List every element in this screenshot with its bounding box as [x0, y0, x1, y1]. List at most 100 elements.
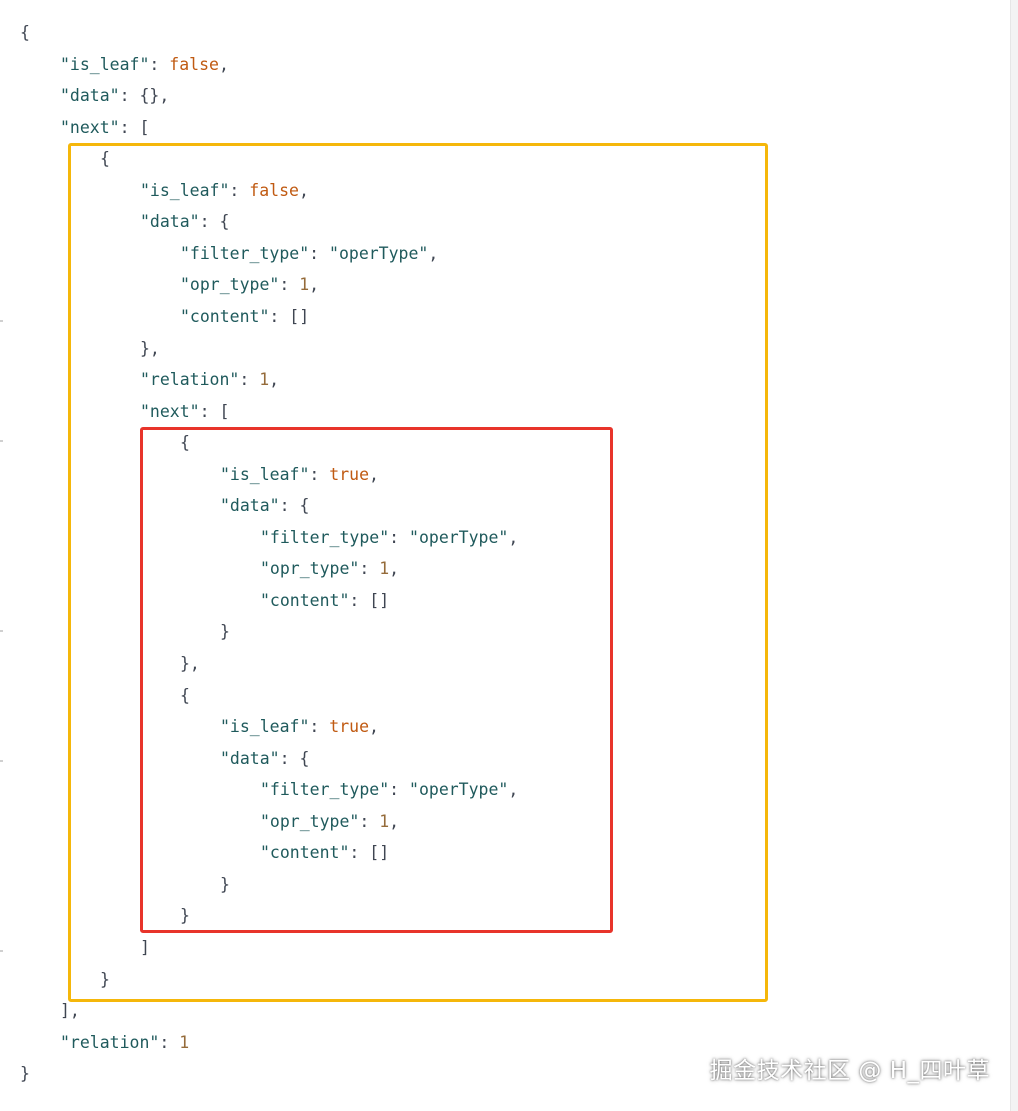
code-token-bool: true	[329, 717, 370, 737]
code-line: "is_leaf": false,	[140, 176, 309, 206]
code-token-key: "data"	[220, 748, 280, 768]
code-token-key: "is_leaf"	[220, 464, 310, 484]
code-token-punct: :	[389, 527, 410, 547]
code-token-punct: : {	[279, 748, 310, 768]
code-token-punct: :	[159, 1032, 180, 1052]
code-token-str: "operType"	[329, 243, 429, 263]
code-token-punct: : []	[269, 306, 310, 326]
code-token-punct: {	[20, 23, 30, 42]
code-token-punct: ,	[369, 717, 379, 737]
code-token-key: "data"	[140, 212, 200, 232]
code-token-punct: ,	[508, 780, 519, 800]
code-token-punct: :	[229, 180, 250, 200]
code-token-key: "next"	[140, 401, 200, 421]
code-token-punct: : {	[199, 212, 230, 232]
gutter-fold-marker	[0, 760, 3, 762]
code-line: "relation": 1	[60, 1028, 189, 1058]
code-token-str: "operType"	[409, 527, 509, 547]
code-line: ],	[60, 996, 80, 1026]
code-token-punct: }	[220, 874, 230, 894]
code-line: "is_leaf": true,	[220, 460, 379, 490]
code-token-bool: false	[249, 180, 299, 200]
code-token-key: "is_leaf"	[220, 717, 310, 737]
code-token-punct: {	[100, 149, 110, 169]
code-token-key: "is_leaf"	[60, 54, 150, 74]
code-line: "content": []	[260, 586, 389, 616]
code-line: },	[180, 649, 200, 679]
code-token-num: 1	[379, 811, 390, 831]
code-token-punct: : {},	[119, 86, 170, 106]
code-token-key: "opr_type"	[260, 559, 360, 579]
gutter-fold-marker	[0, 320, 3, 322]
code-token-punct: ,	[389, 811, 400, 831]
code-line: "filter_type": "operType",	[260, 775, 518, 805]
code-line: "data": {	[220, 491, 309, 521]
code-line: {	[180, 681, 190, 711]
code-token-punct: }	[220, 622, 230, 642]
code-token-punct: :	[359, 559, 380, 579]
code-line: "filter_type": "operType",	[260, 523, 518, 553]
code-line: }	[180, 901, 190, 931]
code-token-punct: :	[359, 811, 380, 831]
code-token-punct: :	[239, 370, 260, 390]
outer-highlight-box	[68, 143, 768, 1002]
code-token-punct: {	[180, 685, 190, 705]
code-token-punct: }	[100, 969, 110, 989]
code-token-key: "data"	[60, 86, 120, 106]
code-line: "data": {},	[60, 81, 169, 111]
code-line: "data": {	[140, 207, 229, 237]
code-token-key: "is_leaf"	[140, 180, 230, 200]
code-token-punct: ,	[218, 54, 229, 74]
code-line: }	[220, 617, 230, 647]
gutter-fold-marker	[0, 440, 3, 442]
code-token-key: "filter_type"	[260, 527, 390, 547]
code-token-punct: }	[180, 906, 190, 926]
code-token-key: "filter_type"	[260, 780, 390, 800]
code-token-punct: : []	[349, 590, 390, 610]
scrollbar-track[interactable]	[1010, 0, 1018, 1111]
code-token-str: "operType"	[409, 780, 509, 800]
code-token-punct: ,	[428, 243, 439, 263]
gutter-fold-marker	[0, 630, 3, 632]
code-line: {	[100, 144, 110, 174]
code-line: "opr_type": 1,	[260, 554, 399, 584]
code-token-punct: :	[309, 243, 330, 263]
code-token-punct: ,	[269, 370, 280, 390]
code-token-key: "data"	[220, 496, 280, 516]
code-token-key: "opr_type"	[260, 811, 360, 831]
code-token-punct: }	[20, 1064, 30, 1084]
code-token-key: "content"	[180, 306, 270, 326]
code-token-bool: false	[169, 54, 219, 74]
code-line: "filter_type": "operType",	[180, 239, 438, 269]
code-token-key: "content"	[260, 590, 350, 610]
code-token-num: 1	[299, 275, 310, 295]
code-line: "next": [	[60, 113, 149, 143]
code-line: },	[140, 334, 160, 364]
code-line: }	[20, 1059, 30, 1089]
code-line: "opr_type": 1,	[260, 807, 399, 837]
code-token-punct: :	[309, 464, 330, 484]
code-token-punct: ],	[60, 1001, 80, 1021]
code-line: "content": []	[260, 838, 389, 868]
code-token-punct: : []	[349, 843, 390, 863]
code-token-punct: },	[140, 338, 160, 358]
code-token-punct: ]	[140, 937, 150, 957]
code-line: "data": {	[220, 744, 309, 774]
code-token-punct: :	[389, 780, 410, 800]
code-token-key: "next"	[60, 117, 120, 137]
code-token-punct: {	[180, 433, 190, 453]
code-line: {	[180, 428, 190, 458]
code-line: "is_leaf": true,	[220, 712, 379, 742]
code-token-key: "relation"	[60, 1032, 160, 1052]
code-line: }	[100, 965, 110, 995]
watermark-text: 掘金技术社区 @ H_四叶草	[709, 1058, 990, 1084]
code-line: "is_leaf": false,	[60, 50, 229, 80]
code-line: "opr_type": 1,	[180, 270, 319, 300]
code-token-key: "content"	[260, 843, 350, 863]
code-token-key: "opr_type"	[180, 275, 280, 295]
code-line: "content": []	[180, 302, 309, 332]
code-token-num: 1	[179, 1032, 190, 1052]
code-token-punct: :	[309, 717, 330, 737]
code-token-key: "relation"	[140, 370, 240, 390]
